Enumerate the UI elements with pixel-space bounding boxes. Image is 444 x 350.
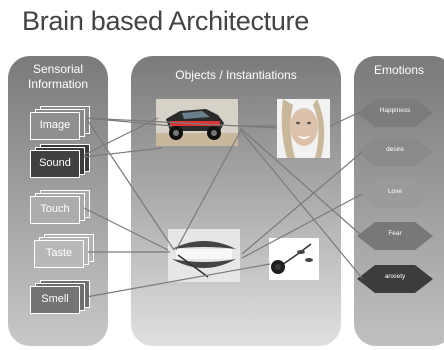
sense-smell-label: Smell (41, 293, 69, 305)
line-image-mouth (85, 117, 175, 251)
emotion-fear (357, 222, 433, 250)
line-jeep-mouth (175, 131, 241, 251)
sensorial-title-line2: Information (27, 77, 89, 91)
line-jeep-fear (239, 127, 363, 237)
emotion-happiness-labelbox: Happiness (357, 99, 433, 127)
sensorial-title-line1: Sensorial (32, 62, 84, 76)
mouth-rose-photo (168, 229, 240, 282)
sensorial-panel-title: Sensorial Information (8, 62, 108, 92)
sense-image: Image (30, 106, 92, 140)
sense-touch-label: Touch (40, 203, 70, 215)
sense-smell: Smell (30, 280, 92, 314)
sense-sound: Sound (30, 144, 92, 178)
line-mouth-desire (241, 151, 363, 255)
line-mouth-love (241, 193, 363, 259)
sense-taste-label: Taste (45, 247, 73, 259)
emotion-love (357, 180, 433, 208)
line-sound-jeep (83, 117, 159, 156)
sense-sound-label: Sound (39, 157, 71, 169)
line-touch-mouth (83, 207, 169, 251)
sheet-front: Touch (30, 196, 80, 224)
emotion-love-labelbox: Love (357, 180, 433, 208)
emotions-panel-title: Emotions (373, 63, 425, 77)
emotion-desire-labelbox: desire (357, 138, 433, 166)
sense-image-label: Image (39, 119, 71, 131)
sense-touch: Touch (30, 190, 92, 224)
emotion-fear-labelbox: Fear (357, 222, 433, 250)
sense-taste: Taste (34, 234, 96, 268)
emotion-happiness (357, 99, 433, 127)
emotion-fear-label: Fear (388, 230, 402, 237)
emotion-love-label: Love (387, 188, 403, 195)
sheet-front: Image (30, 112, 80, 140)
page-title: Brain based Architecture (22, 6, 309, 36)
line-face-happiness (329, 111, 361, 127)
emotion-anxiety-label: anxiety (384, 273, 406, 280)
emotion-anxiety-labelbox: anxiety (357, 265, 433, 293)
sheet-front: Sound (30, 150, 80, 178)
sheet-front: Smell (30, 286, 80, 314)
sheet-front: Taste (34, 240, 84, 268)
objects-panel-title: Objects / Instantiations (175, 68, 297, 82)
emotion-anxiety (357, 265, 433, 293)
rose-photo (269, 238, 319, 280)
emotion-desire (357, 138, 433, 166)
line-smell-rose (85, 263, 271, 298)
emotion-happiness-label: Happiness (379, 107, 411, 114)
line-sound-jeep2 (83, 147, 163, 158)
emotion-desire-label: desire (386, 146, 404, 153)
woman-face-photo (277, 99, 330, 158)
